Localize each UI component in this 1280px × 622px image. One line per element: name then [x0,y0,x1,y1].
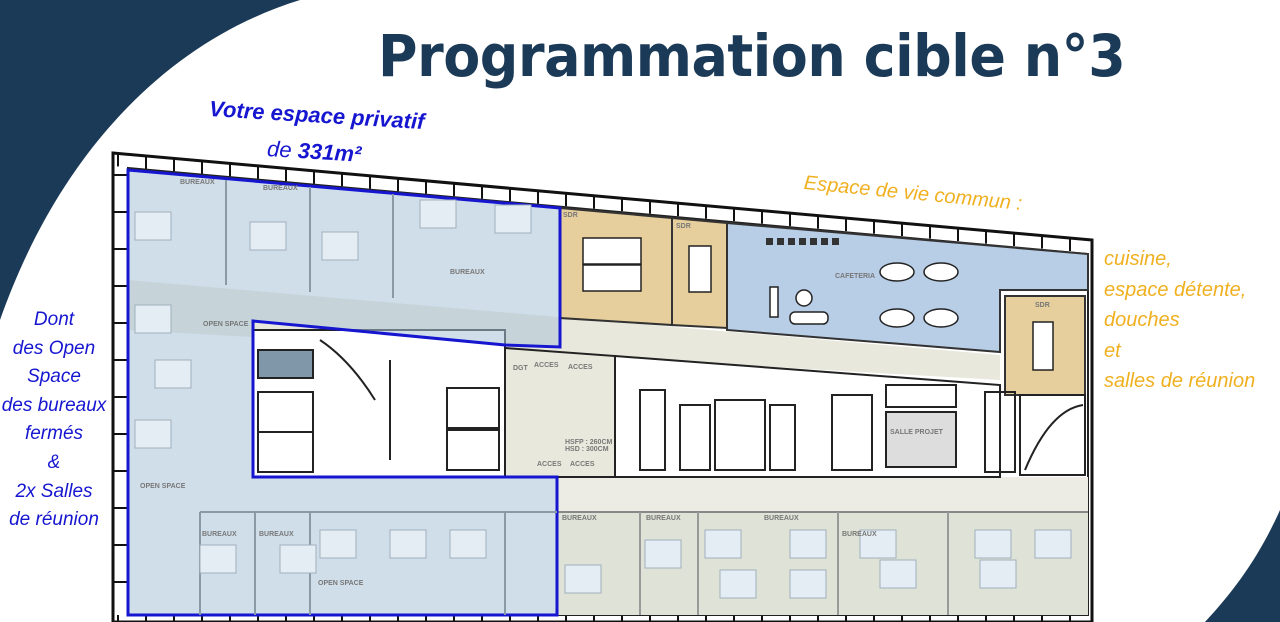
chair [821,238,828,245]
common-item: espace détente, [1104,278,1247,301]
desk [419,199,457,229]
label-hsd: HSD : 300CM [565,446,609,453]
common-item: et [1104,339,1121,362]
private-space-outline [126,168,562,617]
detail-line: des bureaux [1,394,107,416]
desk [389,529,427,559]
label-acces-4: ACCES [570,461,595,468]
desk [789,529,827,559]
detail-line: 2x Salles [15,480,93,502]
chair [832,238,839,245]
detail-line: & [47,451,61,473]
label-dgt: DGT [513,365,529,372]
desk [134,419,172,449]
detail-line: fermés [24,423,84,445]
label-bureaux-3: BUREAUX [450,269,485,276]
desk [879,559,917,589]
navy-corner-top-left [0,0,300,320]
detail-line: Space [27,366,81,388]
label-projet: SALLE PROJET [890,429,944,436]
label-bureaux-2: BUREAUX [263,185,298,192]
label-sdr-2: SDR [676,223,691,230]
chair [799,238,806,245]
desk [974,529,1012,559]
label-sdr-1: SDR [563,212,578,219]
label-cafeteria: CAFETERIA [835,273,875,280]
navy-corner-bottom-right [1205,510,1280,622]
area-value: 331m² [297,137,363,167]
floor-plan: SDR SDR SDR CAFETERIA DGT HSFP : 260CM H… [111,151,1094,622]
chair [777,238,784,245]
desk [1034,529,1072,559]
desk [859,529,897,559]
desk [134,211,172,241]
label-bureaux-7: BUREAUX [646,515,681,522]
chair [788,238,795,245]
desk [319,529,357,559]
common-item: douches [1104,309,1180,331]
detail-line: des Open [12,337,96,359]
private-details-list: Dont des Open Space des bureaux fermés &… [0,306,108,535]
label-acces-2: ACCES [568,364,593,371]
chair [766,238,773,245]
detail-line: Dont [33,309,75,330]
label-acces-1: ACCES [534,362,559,369]
desk [979,559,1017,589]
desk [279,544,317,574]
common-space-list: cuisine, espace détente, douches et sall… [1104,244,1255,397]
detail-line: de réunion [9,509,99,531]
desk [719,569,757,599]
label-acces-3: ACCES [537,461,562,468]
desk [249,221,287,251]
desk [134,304,172,334]
label-open-space-1: OPEN SPACE [203,321,249,328]
page-title: Programmation cible n°3 [378,22,1126,90]
common-item: salles de réunion [1104,370,1256,392]
chair [810,238,817,245]
label-bureaux-5: BUREAUX [259,531,294,538]
label-open-space-2: OPEN SPACE [140,483,186,490]
label-bureaux-6: BUREAUX [562,515,597,522]
desk [449,529,487,559]
desk [644,539,682,569]
desk [789,569,827,599]
label-bureaux-9: BUREAUX [842,531,877,538]
desk [199,544,237,574]
label-bureaux-1: BUREAUX [180,179,215,186]
common-item: cuisine, [1104,248,1172,270]
label-hsfp: HSFP : 260CM [565,439,612,446]
label-sdr-3: SDR [1035,302,1050,309]
area-prefix: de [266,136,293,163]
desk [321,231,359,261]
label-bureaux-8: BUREAUX [764,515,799,522]
desk [704,529,742,559]
desk [494,204,532,234]
label-open-space-3: OPEN SPACE [318,580,364,587]
desk [564,564,602,594]
desk [154,359,192,389]
label-bureaux-4: BUREAUX [202,531,237,538]
